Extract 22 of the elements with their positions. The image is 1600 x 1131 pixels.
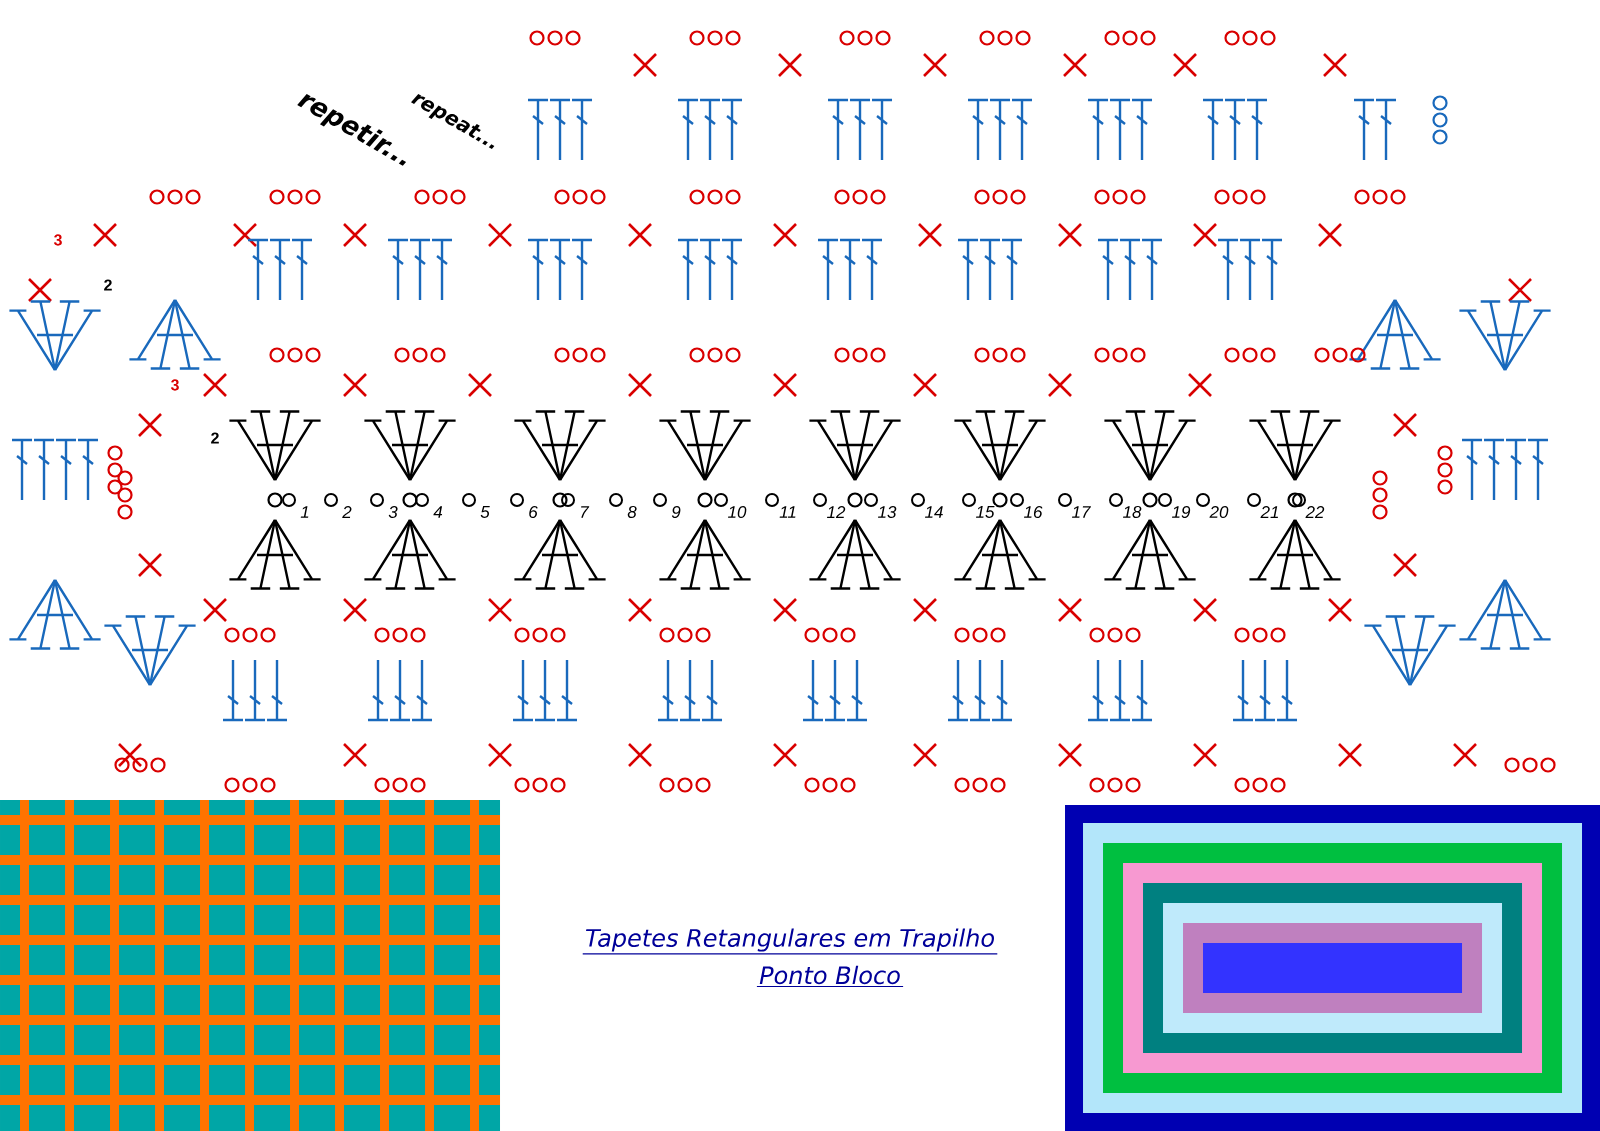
stitch-number: 14 xyxy=(923,505,945,519)
stitch-number: 22 xyxy=(1304,505,1326,519)
stitch-number: 11 xyxy=(778,505,798,519)
stitch-number: 4 xyxy=(432,505,444,519)
stitch-number: 6 xyxy=(527,505,539,519)
round-number: 3 xyxy=(169,378,181,392)
stitch-number: 5 xyxy=(479,505,491,519)
stitch-number: 3 xyxy=(387,505,399,519)
stitch-number: 2 xyxy=(341,505,353,519)
round-number: 2 xyxy=(102,278,114,292)
title-text: Tapetes Retangulares em Trapilho xyxy=(582,928,998,955)
title-text: Ponto Bloco xyxy=(756,965,904,988)
stitch-number: 17 xyxy=(1070,505,1092,519)
stitch-number: 15 xyxy=(974,505,996,519)
stitch-number: 9 xyxy=(670,505,682,519)
round-number: 2 xyxy=(209,431,221,445)
stitch-number: 1 xyxy=(299,505,311,519)
stitch-number: 7 xyxy=(578,505,590,519)
stitch-number: 8 xyxy=(626,505,638,519)
stitch-number: 12 xyxy=(825,505,847,519)
stitch-number: 21 xyxy=(1259,505,1281,519)
round-number: 3 xyxy=(52,233,64,247)
